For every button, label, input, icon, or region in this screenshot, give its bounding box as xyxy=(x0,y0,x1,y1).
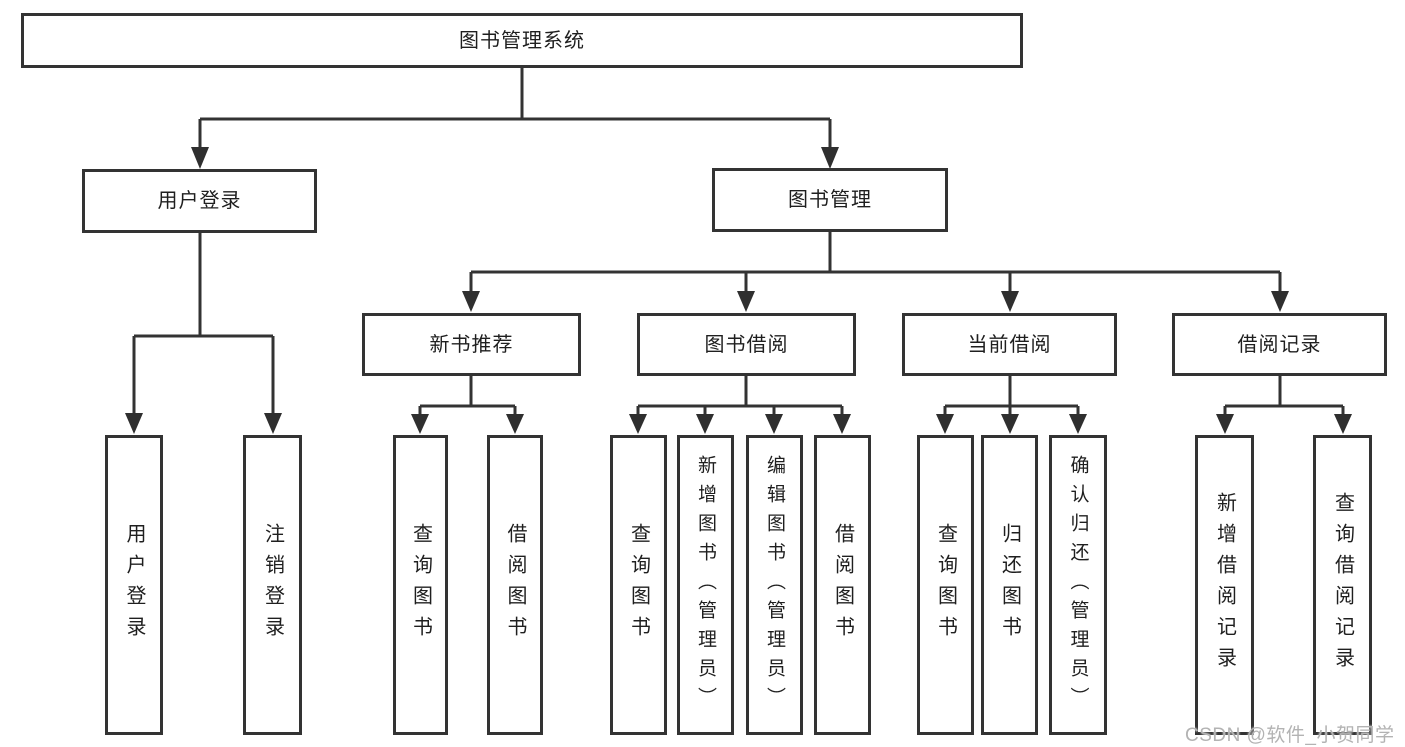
node-leaf-add-book-admin: 新增图书（管理员） xyxy=(677,435,734,735)
node-leaf-query-books-recommend: 查询图书 xyxy=(393,435,448,735)
node-book-borrow-label: 图书借阅 xyxy=(704,333,789,356)
node-root: 图书管理系统 xyxy=(21,13,1023,68)
node-current-borrow: 当前借阅 xyxy=(902,313,1117,376)
node-leaf-add-borrow-record: 新增借阅记录 xyxy=(1195,435,1254,735)
node-book-management: 图书管理 xyxy=(712,168,948,232)
node-user-login: 用户登录 xyxy=(82,169,317,233)
node-leaf-query-borrow-record-label: 查询借阅记录 xyxy=(1331,492,1354,678)
node-leaf-query-books-borrow: 查询图书 xyxy=(610,435,667,735)
node-new-book-recommend: 新书推荐 xyxy=(362,313,581,376)
node-user-login-label: 用户登录 xyxy=(157,190,242,212)
node-new-book-recommend-label: 新书推荐 xyxy=(429,333,514,356)
node-leaf-borrow-books-recommend-label: 借阅图书 xyxy=(504,523,526,647)
node-leaf-add-book-admin-label: 新增图书（管理员） xyxy=(695,454,716,716)
csdn-watermark: CSDN @软件_小贺同学 xyxy=(1185,725,1395,746)
connector-current-borrow xyxy=(936,376,1087,434)
connector-book-borrow xyxy=(629,376,851,434)
connector-borrow-records xyxy=(1216,376,1352,434)
node-leaf-query-books-current: 查询图书 xyxy=(917,435,974,735)
node-leaf-return-book-label: 归还图书 xyxy=(998,523,1021,647)
node-leaf-query-books-borrow-label: 查询图书 xyxy=(627,523,650,647)
node-leaf-query-books-current-label: 查询图书 xyxy=(934,523,957,647)
connector-book-management xyxy=(462,232,1289,312)
node-leaf-user-login-label: 用户登录 xyxy=(123,523,145,647)
node-leaf-borrow-books: 借阅图书 xyxy=(814,435,871,735)
node-leaf-borrow-books-label: 借阅图书 xyxy=(831,523,854,647)
node-leaf-logout-label: 注销登录 xyxy=(261,523,284,647)
node-leaf-confirm-return-admin: 确认归还（管理员） xyxy=(1049,435,1107,735)
node-leaf-return-book: 归还图书 xyxy=(981,435,1038,735)
node-book-management-label: 图书管理 xyxy=(788,189,872,211)
node-leaf-logout: 注销登录 xyxy=(243,435,302,735)
node-root-label: 图书管理系统 xyxy=(459,29,585,52)
connector-new-book-recommend xyxy=(411,376,524,434)
connector-root xyxy=(191,68,839,169)
node-leaf-confirm-return-admin-label: 确认归还（管理员） xyxy=(1067,454,1089,716)
node-book-borrow: 图书借阅 xyxy=(637,313,856,376)
node-borrow-records-label: 借阅记录 xyxy=(1237,333,1322,356)
node-borrow-records: 借阅记录 xyxy=(1172,313,1387,376)
node-leaf-user-login: 用户登录 xyxy=(105,435,163,735)
connector-user-login xyxy=(125,233,282,434)
node-leaf-add-borrow-record-label: 新增借阅记录 xyxy=(1213,492,1236,678)
node-leaf-edit-book-admin-label: 编辑图书（管理员） xyxy=(764,454,785,716)
node-leaf-query-borrow-record: 查询借阅记录 xyxy=(1313,435,1372,735)
node-leaf-borrow-books-recommend: 借阅图书 xyxy=(487,435,543,735)
node-leaf-edit-book-admin: 编辑图书（管理员） xyxy=(746,435,803,735)
node-current-borrow-label: 当前借阅 xyxy=(967,333,1052,356)
node-leaf-query-books-recommend-label: 查询图书 xyxy=(409,523,432,647)
